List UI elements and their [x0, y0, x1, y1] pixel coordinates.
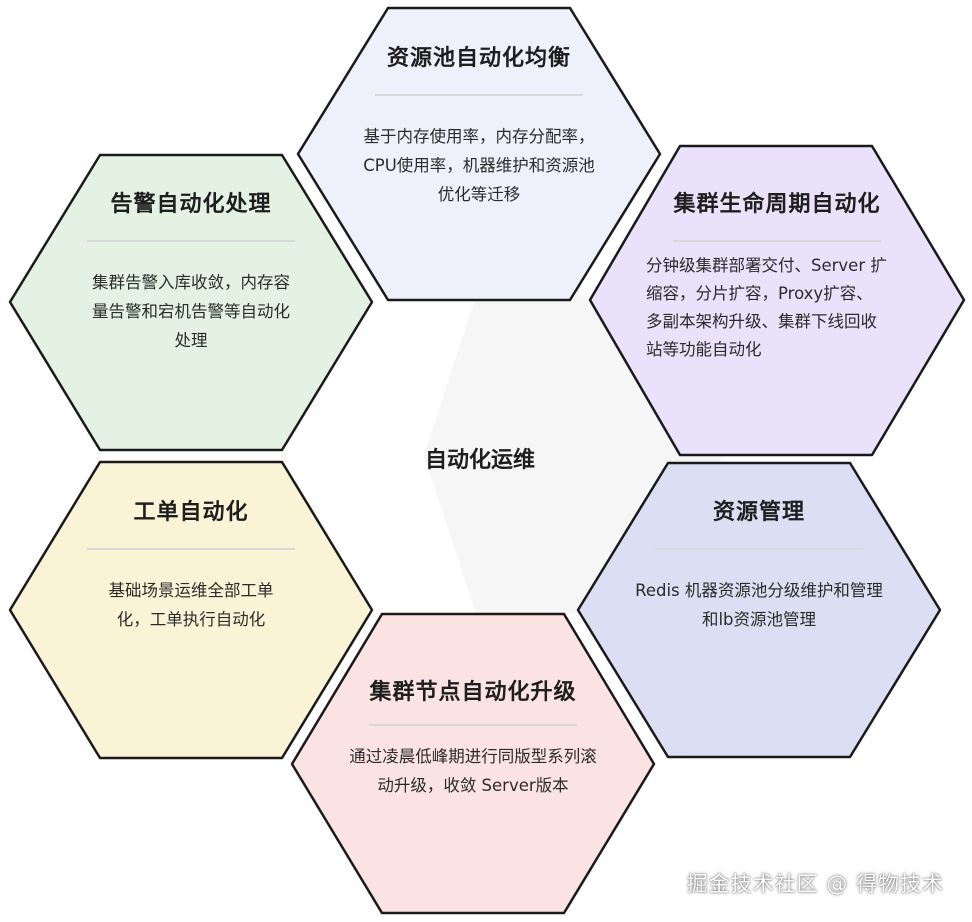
hex-ticket-content: 工单自动化 基础场景运维全部工单 化，工单执行自动化	[26, 494, 356, 634]
center-title: 自动化运维	[424, 448, 535, 473]
hex-resource	[576, 461, 942, 759]
desc-line: 处理	[174, 331, 208, 350]
desc-line: 多副本架构升级、集群下线回收	[646, 312, 877, 331]
desc-line: 量告警和宕机告警等自动化	[92, 302, 290, 321]
hex-lifecycle-divider	[673, 240, 881, 242]
hex-alert-desc: 集群告警入库收敛，内存容 量告警和宕机告警等自动化 处理	[26, 268, 356, 355]
hex-upgrade	[290, 612, 656, 915]
hex-upgrade-desc: 通过凌晨低峰期进行同版型系列滚 动升级，收敛 Server版本	[308, 742, 638, 800]
hex-resource-divider	[655, 548, 863, 550]
hex-ticket-divider	[87, 548, 295, 550]
hex-upgrade-title: 集群节点自动化升级	[369, 680, 577, 705]
hex-pool	[296, 6, 662, 302]
desc-line: 缩容，分片扩容，Proxy扩容、	[646, 284, 873, 303]
hex-alert-content: 告警自动化处理 集群告警入库收敛，内存容 量告警和宕机告警等自动化 处理	[26, 186, 356, 355]
watermark: 掘金技术社区 @ 得物技术	[686, 872, 944, 896]
hex-resource-desc: Redis 机器资源池分级维护和管理 和lb资源池管理	[594, 576, 924, 634]
desc-line: 化，工单执行自动化	[116, 610, 266, 629]
hex-lifecycle	[588, 144, 966, 457]
hex-upgrade-divider	[369, 724, 577, 726]
hex-ticket-title: 工单自动化	[133, 500, 249, 525]
desc-line: 动升级，收敛 Server版本	[377, 776, 569, 795]
hex-alert-title: 告警自动化处理	[110, 192, 272, 217]
hex-resource-content: 资源管理 Redis 机器资源池分级维护和管理 和lb资源池管理	[594, 494, 924, 634]
hex-alert	[8, 153, 374, 452]
hex-pool-content: 资源池自动化均衡 基于内存使用率，内存分配率， CPU使用率，机器维护和资源池 …	[314, 40, 644, 209]
desc-line: 通过凌晨低峰期进行同版型系列滚	[349, 747, 597, 766]
desc-line: 分钟级集群部署交付、Server 扩	[646, 256, 887, 275]
hex-lifecycle-desc: 分钟级集群部署交付、Server 扩 缩容，分片扩容，Proxy扩容、 多副本架…	[612, 252, 942, 364]
hex-resource-title: 资源管理	[712, 500, 805, 525]
hex-pool-desc: 基于内存使用率，内存分配率， CPU使用率，机器维护和资源池 优化等迁移	[314, 122, 644, 209]
hex-pool-title: 资源池自动化均衡	[386, 46, 571, 71]
desc-line: 站等功能自动化	[646, 340, 762, 359]
hex-lifecycle-title: 集群生命周期自动化	[673, 192, 881, 217]
hex-alert-divider	[87, 240, 295, 242]
hex-ticket-desc: 基础场景运维全部工单 化，工单执行自动化	[26, 576, 356, 634]
desc-line: 基础场景运维全部工单	[108, 581, 274, 600]
desc-line: 基于内存使用率，内存分配率，	[363, 127, 595, 146]
desc-line: 优化等迁移	[437, 185, 521, 204]
desc-line: 和lb资源池管理	[701, 610, 817, 629]
hex-ticket	[8, 460, 374, 760]
hex-pool-divider	[375, 94, 583, 96]
desc-line: 集群告警入库收敛，内存容	[92, 273, 290, 292]
desc-line: CPU使用率，机器维护和资源池	[363, 156, 595, 175]
hex-upgrade-content: 集群节点自动化升级 通过凌晨低峰期进行同版型系列滚 动升级，收敛 Server版…	[308, 674, 638, 800]
hex-lifecycle-content: 集群生命周期自动化 分钟级集群部署交付、Server 扩 缩容，分片扩容，Pro…	[612, 186, 942, 364]
desc-line: Redis 机器资源池分级维护和管理	[635, 581, 883, 600]
